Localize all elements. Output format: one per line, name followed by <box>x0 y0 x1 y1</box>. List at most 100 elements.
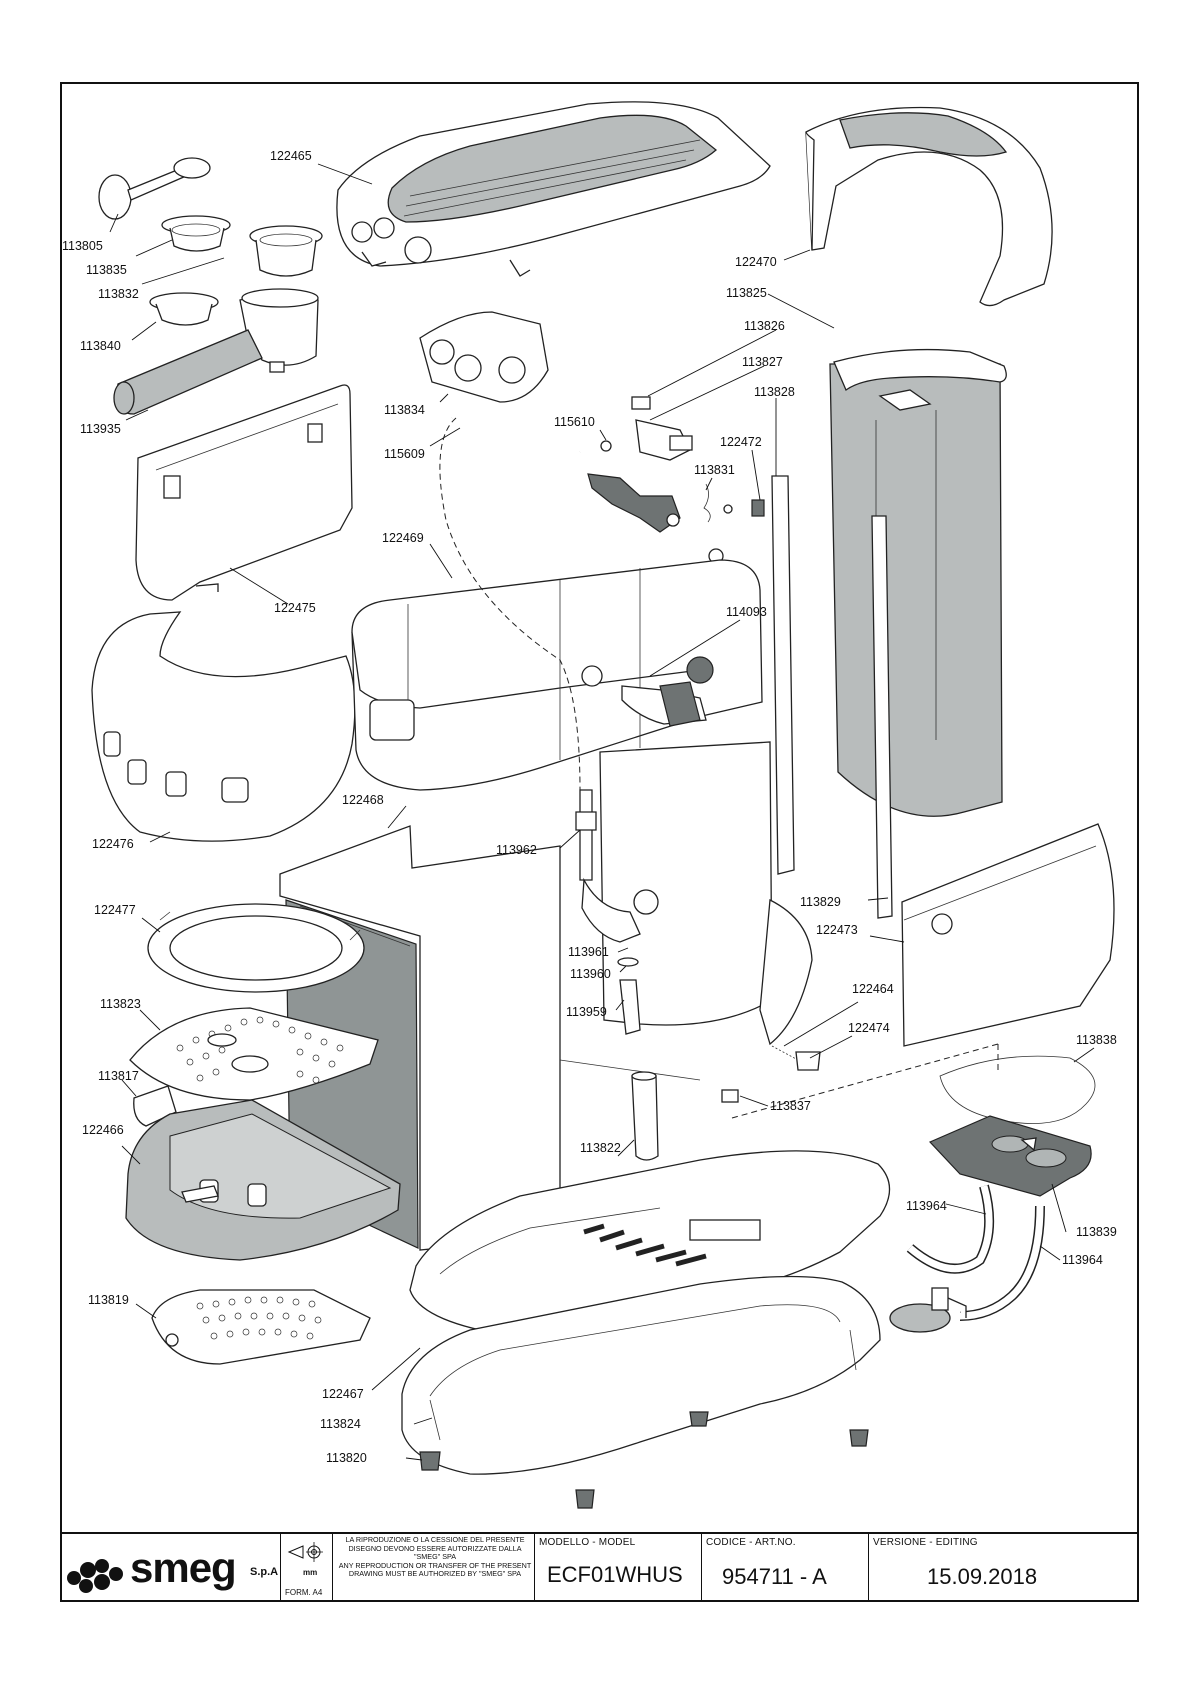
part-label: 122468 <box>342 793 384 807</box>
drip-tray-lower-grid <box>151 1289 371 1365</box>
part-label: 113935 <box>80 422 121 436</box>
unit-label: mm <box>303 1568 318 1577</box>
filter-basket-one-cup <box>161 215 231 252</box>
legal-notice-it: LA RIPRODUZIONE O LA CESSIONE DEL PRESEN… <box>345 1535 525 1562</box>
part-label: 113826 <box>744 319 785 333</box>
version-cell: VERSIONE - EDITING 15.09.2018 <box>868 1534 1137 1602</box>
version-value: 15.09.2018 <box>927 1564 1038 1589</box>
part-label: 113828 <box>754 385 795 399</box>
brand-name: smeg <box>130 1544 237 1591</box>
base-housing-lower <box>401 1275 881 1475</box>
code-cell: CODICE - ART.NO. 954711 - A <box>701 1534 868 1602</box>
code-value: 954711 - A <box>722 1564 827 1589</box>
assembly-dash-diagonal <box>731 1043 999 1119</box>
part-label: 122474 <box>848 1021 890 1035</box>
rear-body-shell <box>829 348 1007 817</box>
part-label: 122476 <box>92 837 134 851</box>
steam-tube <box>451 412 581 464</box>
part-label: 113835 <box>86 263 127 277</box>
legal-notice-en: ANY REPRODUCTION OR TRANSFER OF THE PRES… <box>338 1560 532 1579</box>
part-label: 122473 <box>816 923 858 937</box>
hoses <box>906 1184 1045 1321</box>
leader-lines <box>109 163 1095 1461</box>
rubber-feet <box>419 1411 869 1509</box>
drip-tray <box>125 1099 401 1261</box>
part-label: 113964 <box>1062 1253 1103 1267</box>
spring-and-bracket <box>721 1045 821 1103</box>
legal-notice: LA RIPRODUZIONE O LA CESSIONE DEL PRESEN… <box>336 1535 534 1579</box>
part-label: 113820 <box>326 1451 367 1465</box>
cup-warmer-top-cover <box>336 101 771 277</box>
title-block: smeg S.p.A mm FORM. A4 LA RIPRODUZIONE O… <box>60 1532 1139 1602</box>
model-cell: MODELLO - MODEL ECF01WHUS <box>534 1534 701 1602</box>
drawing-frame <box>60 82 1139 1602</box>
steam-knob <box>621 656 714 727</box>
part-label: 113829 <box>800 895 841 909</box>
part-label: 113960 <box>570 967 611 981</box>
grid-holes <box>176 1016 344 1084</box>
flowmeter <box>889 1287 967 1333</box>
code-label: CODICE - ART.NO. <box>706 1537 796 1548</box>
part-label: 122464 <box>852 982 894 996</box>
part-label: 113840 <box>80 339 121 353</box>
legal-cell: LA RIPRODUZIONE O LA CESSIONE DEL PRESEN… <box>332 1534 534 1602</box>
base-vent-slots <box>583 1223 707 1267</box>
part-label: 113837 <box>770 1099 811 1113</box>
part-label: 113827 <box>742 355 783 369</box>
part-label: 113825 <box>726 286 767 300</box>
projection-cell: mm FORM. A4 <box>280 1534 332 1602</box>
part-label: 122467 <box>322 1387 364 1401</box>
front-face-cover <box>91 611 356 842</box>
cup-holder-ring <box>147 903 365 993</box>
boiler-frame <box>559 741 813 1081</box>
part-label: 114093 <box>726 605 767 619</box>
part-label: 113805 <box>62 239 103 253</box>
drip-tray-grid <box>129 1007 379 1101</box>
part-label: 113832 <box>98 287 139 301</box>
steam-wand-assembly <box>575 789 659 1035</box>
portafilter-handle <box>113 288 319 415</box>
part-label: 113834 <box>384 403 425 417</box>
front-right-cover <box>901 823 1115 1047</box>
part-label: 113823 <box>100 997 141 1011</box>
rail-lower <box>871 515 893 919</box>
rail-upper <box>771 475 795 875</box>
main-chassis-upper <box>351 559 763 791</box>
model-label: MODELLO - MODEL <box>539 1537 636 1548</box>
part-label: 122470 <box>735 255 777 269</box>
model-value: ECF01WHUS <box>547 1562 683 1587</box>
brand-logo: smeg S.p.A <box>60 1534 280 1602</box>
part-number-labels: 113805 113835 113832 113840 113935 12246… <box>62 149 1117 1465</box>
part-label: 113962 <box>496 843 537 857</box>
filter-basket-pod <box>149 292 219 326</box>
part-label: 115610 <box>554 415 595 429</box>
part-label: 113824 <box>320 1417 361 1431</box>
part-label: 122465 <box>270 149 312 163</box>
part-label: 122475 <box>274 601 316 615</box>
gasket-ring <box>939 1055 1096 1124</box>
water-inlet-pipe <box>631 1071 659 1161</box>
part-label: 113961 <box>568 945 609 959</box>
part-label: 113817 <box>98 1069 139 1083</box>
control-knob-panel <box>419 311 549 403</box>
part-label: 113839 <box>1076 1225 1117 1239</box>
switch-and-valve-assembly <box>587 396 765 564</box>
part-label: 113964 <box>906 1199 947 1213</box>
right-top-cover <box>805 106 1053 307</box>
form-label: FORM. A4 <box>285 1588 323 1597</box>
measuring-spoon <box>98 157 211 220</box>
left-side-panel <box>135 384 353 601</box>
part-label: 122472 <box>720 435 762 449</box>
part-label: 122477 <box>94 903 136 917</box>
part-label: 122469 <box>382 531 424 545</box>
part-label: 113831 <box>694 463 735 477</box>
filter-basket-two-cup <box>249 225 323 277</box>
pump-cover <box>928 1115 1092 1197</box>
part-label: 115609 <box>384 447 425 461</box>
part-label: 113819 <box>88 1293 129 1307</box>
base-plate-upper <box>409 1150 891 1336</box>
part-label: 113959 <box>566 1005 607 1019</box>
projection-symbol-icon <box>287 1542 323 1562</box>
smeg-lettering-on-front <box>103 731 249 803</box>
